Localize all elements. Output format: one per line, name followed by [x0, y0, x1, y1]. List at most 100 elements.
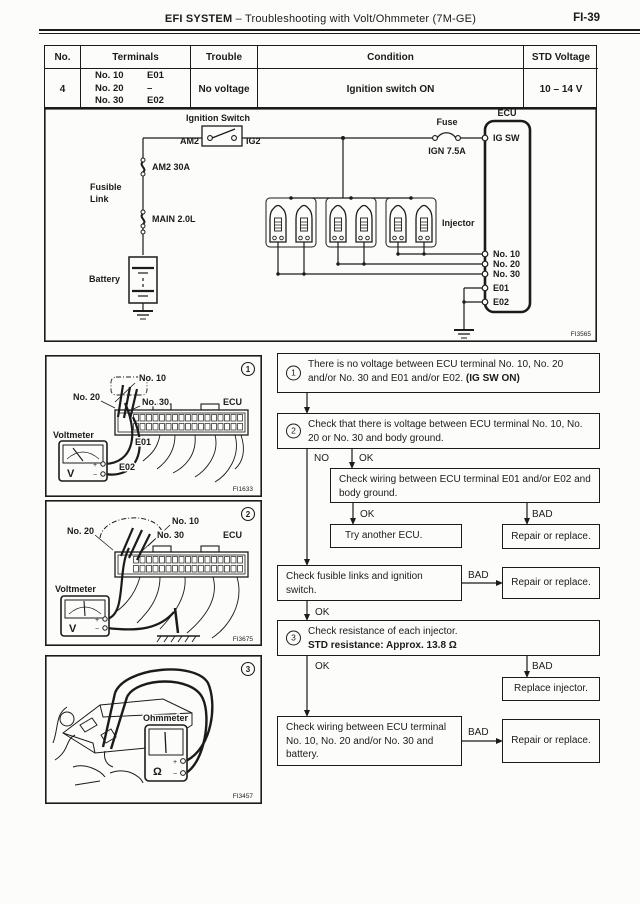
test-probes [94, 517, 171, 561]
flow-step-3: 3 Check resistance of each injector. STD… [277, 620, 600, 656]
flow-replace-injector: Replace injector. [502, 677, 600, 701]
terminal-left: No. 30 [95, 95, 124, 107]
figure-border [45, 500, 262, 646]
ecu-label: ECU [497, 108, 516, 118]
ecu-label: ECU [223, 397, 242, 407]
diagram-border [44, 108, 597, 342]
step-badge-2: 2 [240, 506, 256, 522]
meter-symbol: V [69, 623, 77, 635]
battery-label: Battery [89, 274, 120, 284]
check-fusible-text: Check fusible links and ignition switch. [286, 571, 423, 596]
step-number-1: 1 [286, 365, 301, 381]
no30-label: No. 30 [142, 397, 169, 407]
flow-check-fusible-links: Check fusible links and ignition switch. [277, 565, 462, 601]
cell-trouble: No voltage [191, 69, 258, 109]
minus-mark: − [173, 771, 177, 778]
no20-label: No. 20 [73, 392, 100, 402]
ecu-label: ECU [223, 530, 242, 540]
branch-ok: OK [315, 607, 330, 618]
no10-label: No. 10 [493, 249, 520, 259]
flow-repair-or-replace-3: Repair or replace. [502, 719, 600, 763]
ground-probe [156, 607, 200, 643]
injector-label: Injector [442, 218, 475, 228]
branch-no: NO [314, 453, 329, 464]
no20-label: No. 20 [67, 526, 94, 536]
injector-bank [265, 197, 437, 248]
branch-ok: OK [315, 661, 330, 672]
voltmeter-label: Voltmeter [55, 584, 96, 594]
step-number-2: 2 [286, 423, 301, 439]
flow-check-wiring-battery: Check wiring between ECU terminal No. 10… [277, 716, 462, 766]
step-badge-1: 1 [240, 361, 256, 377]
page-title-section: EFI SYSTEM [164, 13, 233, 25]
arrowheads [304, 407, 530, 744]
step3-text: Check resistance of each injector. [308, 626, 458, 637]
junction-dots [276, 136, 466, 304]
branch-bad: BAD [532, 661, 553, 672]
check-wiring-battery-text: Check wiring between ECU terminal No. 10… [286, 722, 447, 760]
meter-leads [104, 402, 141, 476]
figure-border [45, 655, 262, 804]
plus-mark: + [93, 462, 97, 469]
fuse-rating-label: IGN 7.5A [428, 146, 466, 156]
page-number: FI-39 [573, 12, 600, 24]
cell-terminals: No. 10 E01 No. 20 – No. 30 E02 [81, 69, 191, 109]
battery-symbol [128, 229, 158, 304]
no10-label: No. 10 [139, 373, 166, 383]
e01-label: E01 [493, 283, 509, 293]
figure-code: FI3457 [233, 793, 254, 800]
wire-harness [142, 434, 244, 483]
ecu-connector [114, 545, 249, 578]
terminal-left: No. 10 [95, 70, 124, 82]
ignition-switch-label: Ignition Switch [186, 113, 250, 123]
try-another-ecu-text: Try another ECU. [345, 530, 423, 542]
engine-sketch [52, 698, 193, 786]
repair-text: Repair or replace. [511, 577, 591, 589]
voltmeter: V + − [60, 595, 110, 637]
terminal-line: No. 10 E01 [95, 70, 185, 83]
spec-table: No. Terminals Trouble Condition STD Volt… [44, 45, 598, 109]
cell-condition: Ignition switch ON [258, 69, 524, 109]
ecu-connector [114, 403, 249, 436]
meter-leads [113, 668, 214, 775]
fusible-link-am2 [140, 157, 146, 177]
main-20l-label: MAIN 2.0L [152, 214, 196, 224]
flow-step-2-text: Check that there is voltage between ECU … [308, 419, 583, 444]
figure-1-voltmeter-ecu: 1 [45, 355, 262, 497]
flow-repair-or-replace-1: Repair or replace. [502, 524, 600, 549]
step-badge-3: 3 [240, 661, 256, 677]
cell-std-voltage: 10 – 14 V [539, 83, 583, 95]
figure-border [45, 355, 262, 497]
terminal-right: E01 [147, 70, 164, 82]
step1-text: There is no voltage between ECU terminal… [308, 359, 564, 384]
fuse-label: Fuse [436, 117, 457, 127]
plus-mark: + [173, 759, 177, 766]
figure-3-ohmmeter-injector: 3 [45, 655, 262, 804]
col-header-terminals: Terminals [81, 46, 191, 69]
voltmeter-label: Voltmeter [53, 430, 94, 440]
plus-mark: + [95, 617, 99, 624]
figure-code: FI1633 [233, 486, 254, 493]
flowchart-connectors: NO OK OK BAD BAD OK OK BAD BAD [304, 393, 553, 744]
col-header-std-voltage: STD Voltage [524, 46, 598, 69]
no10-label: No. 10 [172, 516, 199, 526]
e02-label: E02 [493, 297, 509, 307]
branch-labels: NO OK OK BAD BAD OK OK BAD BAD [314, 453, 553, 738]
no20-label: No. 20 [493, 259, 520, 269]
branch-ok: OK [359, 453, 374, 464]
ecu-terminals [481, 134, 489, 306]
col-header-trouble: Trouble [191, 46, 258, 69]
terminal-right: – [147, 82, 153, 94]
flow-step-1: 1 There is no voltage between ECU termin… [277, 353, 600, 393]
ig2-label: IG2 [246, 136, 261, 146]
ohmmeter: Ω + − [144, 724, 188, 782]
minus-mark: − [95, 626, 99, 633]
ignition-switch-symbol [201, 125, 243, 147]
cell-no: 4 [45, 69, 81, 109]
link-label: Link [90, 194, 109, 204]
branch-bad: BAD [468, 727, 489, 738]
meter-symbol: V [67, 468, 75, 480]
svg-text:1: 1 [246, 365, 251, 374]
ground-symbol-ecu [454, 329, 474, 339]
